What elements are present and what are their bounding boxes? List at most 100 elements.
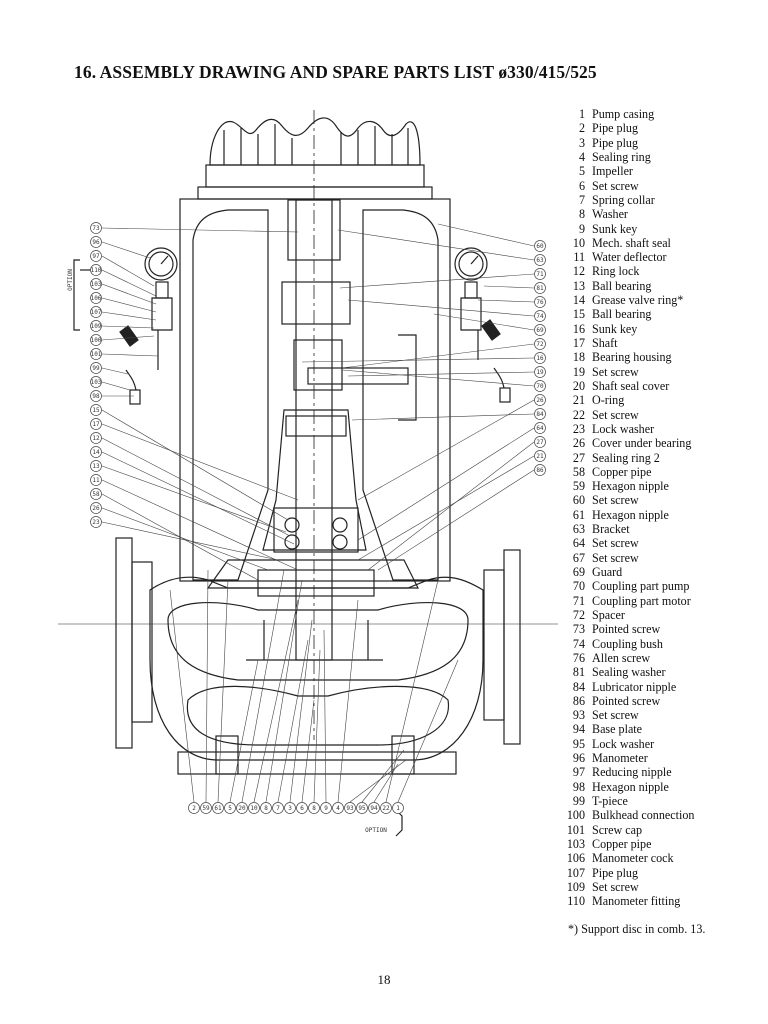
svg-text:12: 12 — [92, 435, 100, 442]
svg-text:100: 100 — [91, 337, 102, 344]
svg-text:106: 106 — [91, 295, 102, 302]
callout: 2 — [188, 802, 200, 814]
callout: 74 — [534, 310, 546, 322]
callout: 22 — [380, 802, 392, 814]
svg-text:14: 14 — [92, 449, 100, 456]
svg-text:61: 61 — [214, 805, 222, 812]
page-title: 16. ASSEMBLY DRAWING AND SPARE PARTS LIS… — [74, 62, 597, 82]
callout: 81 — [534, 282, 546, 294]
callout: 73 — [90, 222, 102, 234]
callout: 71 — [534, 268, 546, 280]
callout: 12 — [90, 432, 102, 444]
svg-text:98: 98 — [92, 393, 100, 400]
outlet-flange — [503, 549, 521, 745]
svg-text:17: 17 — [92, 421, 100, 428]
footnote: *) Support disc in comb. 13. — [568, 922, 706, 936]
callout: 98 — [90, 390, 102, 402]
callout: 10 — [248, 802, 260, 814]
callout: 101 — [90, 348, 102, 360]
svg-text:74: 74 — [536, 313, 544, 320]
svg-text:16: 16 — [536, 355, 544, 362]
callout: 63 — [534, 254, 546, 266]
callout: 59 — [200, 802, 212, 814]
callout: 110 — [90, 264, 102, 276]
svg-text:96: 96 — [92, 239, 100, 246]
callout: 19 — [534, 366, 546, 378]
svg-text:99: 99 — [92, 365, 100, 372]
callout: 3 — [284, 802, 296, 814]
callout: 100 — [90, 334, 102, 346]
callout: 23 — [90, 516, 102, 528]
svg-text:8: 8 — [264, 805, 268, 812]
callout: 21 — [534, 450, 546, 462]
svg-text:2: 2 — [192, 805, 196, 812]
svg-text:27: 27 — [536, 439, 544, 446]
callout: 8 — [260, 802, 272, 814]
svg-text:107: 107 — [91, 309, 102, 316]
callout: 58 — [90, 488, 102, 500]
callout: 11 — [90, 474, 102, 486]
callout: 17 — [90, 418, 102, 430]
svg-text:73: 73 — [92, 225, 100, 232]
bracket-outline — [179, 198, 451, 582]
motor-fins — [209, 117, 421, 166]
svg-text:94: 94 — [370, 805, 378, 812]
svg-text:58: 58 — [92, 491, 100, 498]
svg-text:72: 72 — [536, 341, 544, 348]
svg-text:101: 101 — [91, 351, 102, 358]
svg-text:3: 3 — [288, 805, 292, 812]
callout: 84 — [534, 408, 546, 420]
svg-text:5: 5 — [228, 805, 232, 812]
base-plate — [177, 751, 457, 775]
callouts-right: 60 63 71 81 76 74 69 72 16 19 70 26 84 6… — [534, 240, 546, 476]
callout: 61 — [212, 802, 224, 814]
callout: 99 — [90, 362, 102, 374]
assembly-drawing: 73 96 97 110 103 106 107 109 100 101 99 … — [58, 110, 558, 837]
callout: 64 — [534, 422, 546, 434]
callout: 72 — [534, 338, 546, 350]
svg-text:13: 13 — [92, 463, 100, 470]
callout: 26 — [534, 394, 546, 406]
callout: 97 — [90, 250, 102, 262]
callouts-left: 73 96 97 110 103 106 107 109 100 101 99 … — [90, 222, 102, 528]
svg-text:103: 103 — [91, 281, 102, 288]
callout: 103 — [90, 376, 102, 388]
callout: 93 — [344, 802, 356, 814]
callout: 5 — [224, 802, 236, 814]
